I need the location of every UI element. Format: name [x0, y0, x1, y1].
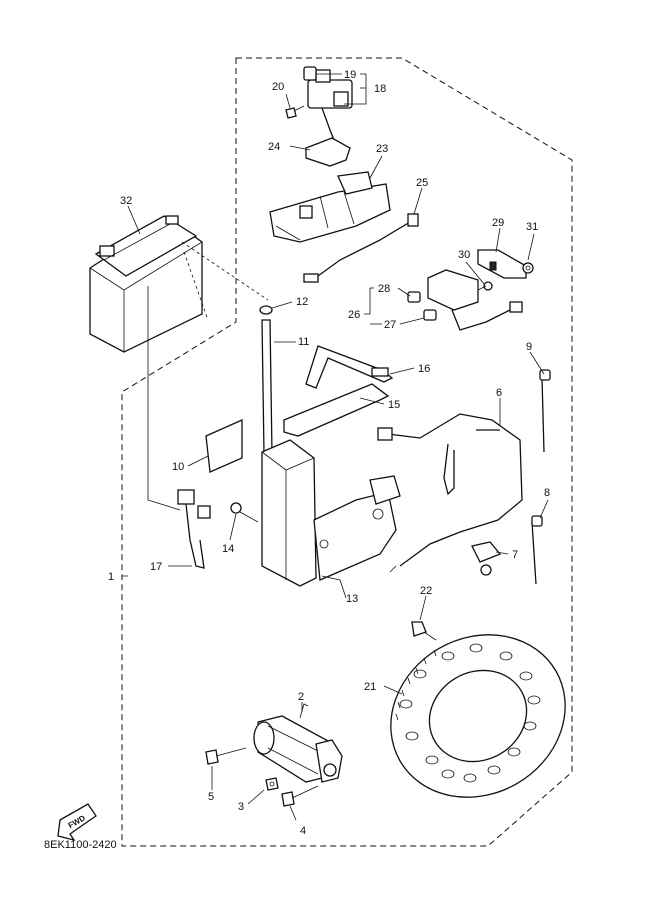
callout-26: 26 — [348, 309, 360, 321]
battery — [89, 215, 203, 353]
box-cap-28 — [407, 291, 421, 303]
callout-4: 4 — [300, 825, 306, 837]
battery-band — [261, 319, 273, 455]
relay-fuse — [303, 66, 317, 81]
rotor-bolt — [411, 621, 437, 641]
battery-negative-cable — [147, 286, 181, 511]
callout-16: 16 — [418, 363, 430, 375]
motor-bolt-4 — [281, 785, 319, 807]
motor-bolt-5 — [205, 747, 247, 765]
box-cap-27 — [423, 309, 437, 321]
leader-lines — [122, 73, 549, 821]
callout-19: 19 — [344, 69, 356, 81]
callout-15: 15 — [388, 399, 400, 411]
callout-18: 18 — [374, 83, 386, 95]
callout-5: 5 — [208, 791, 214, 803]
callout-8: 8 — [544, 487, 550, 499]
callout-11: 11 — [298, 336, 309, 348]
battery-to-holder-line — [181, 241, 269, 301]
forward-direction-icon: FWD — [57, 803, 97, 842]
callout-30: 30 — [458, 249, 470, 261]
callout-31: 31 — [526, 221, 538, 233]
catalog-number: 8EK1100-2420 — [44, 839, 117, 851]
mounting-plate — [477, 249, 527, 279]
callout-9: 9 — [526, 341, 532, 353]
battery-strap — [305, 345, 394, 389]
insulation-sheet — [283, 383, 390, 437]
callout-21: 21 — [364, 681, 376, 693]
callout-12: 12 — [296, 296, 308, 308]
callout-3: 3 — [238, 801, 244, 813]
plate-nut — [522, 262, 534, 274]
motor-nut — [265, 777, 279, 791]
battery-box — [261, 439, 401, 587]
callout-24: 24 — [268, 141, 280, 153]
callout-32: 32 — [120, 195, 132, 207]
callout-17: 17 — [150, 561, 162, 573]
plate-screw — [477, 281, 493, 291]
cable-band-9 — [539, 369, 551, 453]
electrical-box — [427, 269, 523, 331]
starter-cable — [377, 413, 523, 573]
callout-labels: 1 2 3 4 5 6 7 8 9 10 11 12 13 14 15 16 1… — [108, 69, 550, 837]
lead-wire — [303, 213, 419, 283]
box-bolt — [230, 502, 259, 523]
callout-7: 7 — [512, 549, 518, 561]
callout-20: 20 — [272, 81, 284, 93]
callout-14: 14 — [222, 543, 234, 555]
cable-band-8 — [531, 515, 543, 585]
rotor-plate — [390, 634, 566, 798]
callout-13: 13 — [346, 593, 358, 605]
callout-23: 23 — [376, 143, 388, 155]
callout-10: 10 — [172, 461, 184, 473]
battery-to-sheet-line — [183, 251, 209, 321]
cable-clamp — [471, 541, 502, 576]
callout-6: 6 — [496, 387, 502, 399]
callout-29: 29 — [492, 217, 504, 229]
callout-2: 2 — [298, 691, 304, 703]
assembly-boundary — [121, 57, 573, 847]
band-clip — [259, 305, 273, 315]
negative-lead — [177, 489, 211, 569]
relay-bolt — [285, 105, 305, 119]
relay-bracket — [305, 137, 351, 167]
callout-25: 25 — [416, 177, 428, 189]
battery-holder — [269, 171, 391, 243]
battery-sheet — [205, 418, 243, 473]
callout-28: 28 — [378, 283, 390, 295]
starter-motor — [253, 703, 343, 783]
callout-27: 27 — [384, 319, 396, 331]
callout-1: 1 — [108, 571, 114, 583]
callout-22: 22 — [420, 585, 432, 597]
